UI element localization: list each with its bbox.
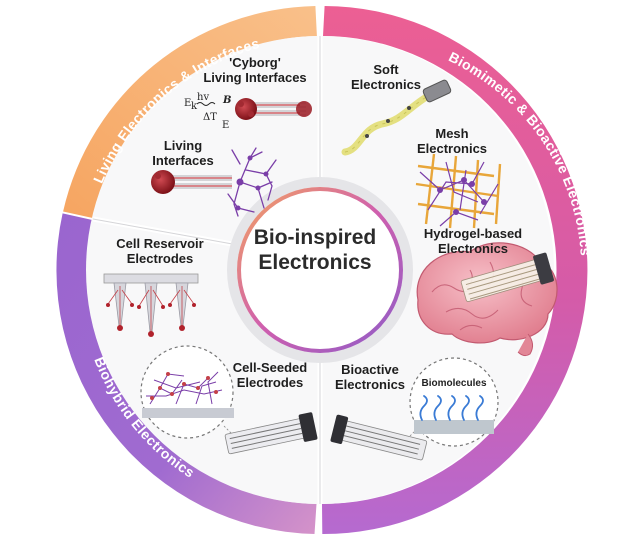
divider-left-line — [92, 218, 239, 246]
center-title: Bio-inspired Electronics — [225, 225, 405, 275]
label-mesh-electronics: Mesh Electronics — [416, 126, 488, 156]
label-cell-reservoir-electrodes: Cell Reservoir Electrodes — [116, 236, 204, 266]
cell-seeded-electrode — [224, 412, 318, 455]
cell-reservoir-illustration — [103, 273, 199, 337]
label-cell-seeded-electrodes: Cell-Seeded Electrodes — [232, 360, 308, 390]
svg-text:E: E — [222, 120, 229, 131]
ring-segment-biohybrid — [56, 213, 317, 534]
stimuli-symbols: E k hv B ΔT E — [184, 92, 231, 131]
living-interface-illustration — [151, 147, 277, 217]
cell-seeded-inset — [140, 345, 245, 447]
svg-text:ΔT: ΔT — [203, 112, 217, 123]
svg-text:hv: hv — [197, 92, 209, 103]
biomolecule-inset: Biomolecules — [409, 357, 499, 447]
bioactive-electrode-illustration — [330, 414, 428, 461]
label-hydrogel-electronics: Hydrogel-based Electronics — [423, 226, 523, 256]
ring-segment-living — [63, 6, 317, 219]
biomolecules-label: Biomolecules — [421, 378, 486, 389]
label-soft-electronics: Soft Electronics — [350, 62, 422, 92]
ring-segment-biomimetic — [322, 6, 588, 535]
label-living-interfaces: Living Interfaces — [152, 138, 214, 168]
svg-text:B: B — [222, 95, 231, 106]
hydrogel-brain-illustration — [416, 242, 558, 357]
center-title-line2: Electronics — [258, 251, 372, 274]
svg-text:E: E — [184, 98, 191, 109]
soft-electronics-illustration — [341, 79, 452, 156]
label-cyborg-living-interfaces: 'Cyborg' Living Interfaces — [203, 55, 307, 85]
center-hub-ring — [237, 187, 403, 353]
label-bioactive-electronics: Bioactive Electronics — [334, 362, 406, 392]
svg-text:k: k — [191, 101, 198, 112]
cyborg-electrode-illustration — [235, 98, 312, 120]
center-title-line1: Bio-inspired — [253, 226, 377, 249]
mesh-electronics-illustration — [415, 153, 502, 229]
